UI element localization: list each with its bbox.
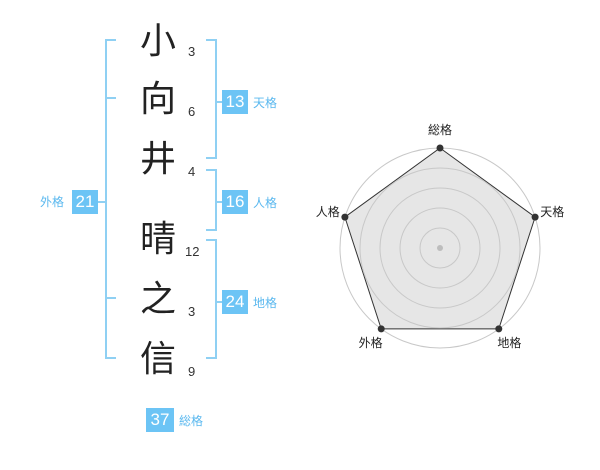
radar-point-4 bbox=[377, 325, 385, 333]
name-char-6: 信 bbox=[139, 339, 176, 380]
name-char-4: 晴 bbox=[139, 219, 176, 260]
stroke-count-5: 3 bbox=[188, 304, 196, 319]
name-char-2: 向 bbox=[139, 79, 176, 120]
radar-point-1 bbox=[436, 144, 444, 152]
radar-value-polygon bbox=[344, 147, 536, 330]
radar-grid-ring bbox=[399, 207, 481, 289]
stroke-count-2: 6 bbox=[188, 104, 196, 119]
tenkaku-label: 天格 bbox=[253, 96, 278, 110]
gaikaku-badge: 21 bbox=[72, 190, 98, 214]
tenkaku-bracket bbox=[206, 39, 217, 159]
radar-axis-label-5: 人格 bbox=[315, 204, 340, 219]
chikaku-label: 地格 bbox=[253, 296, 278, 310]
radar-point-3 bbox=[495, 325, 503, 333]
stroke-count-4: 12 bbox=[185, 244, 200, 259]
radar-point-5 bbox=[341, 213, 349, 221]
stroke-count-6: 9 bbox=[188, 364, 196, 379]
chikaku-bracket bbox=[206, 239, 217, 359]
name-char-1: 小 bbox=[139, 21, 176, 62]
name-char-5: 之 bbox=[139, 279, 176, 320]
gaikaku-bracket bbox=[105, 39, 116, 359]
jinkaku-badge: 16 bbox=[222, 190, 248, 214]
radar-center-dot bbox=[437, 245, 443, 251]
radar-axis-label-4: 外格 bbox=[358, 336, 383, 351]
radar-grid-ring bbox=[379, 187, 501, 309]
radar-axis-label-1: 総格 bbox=[427, 123, 453, 137]
stroke-count-1: 3 bbox=[188, 44, 196, 59]
radar-grid-ring bbox=[359, 167, 521, 329]
radar-grid-ring bbox=[419, 227, 461, 269]
radar-axis-label-3: 地格 bbox=[497, 336, 522, 351]
jinkaku-bracket bbox=[206, 169, 217, 231]
soukaku-badge: 37 bbox=[146, 408, 174, 432]
radar-axis-label-2: 天格 bbox=[540, 204, 565, 219]
name-char-3: 井 bbox=[139, 139, 176, 180]
chikaku-badge: 24 bbox=[222, 290, 248, 314]
soukaku-label: 総格 bbox=[179, 414, 204, 428]
jinkaku-label: 人格 bbox=[253, 196, 278, 210]
radar-point-2 bbox=[531, 213, 539, 221]
gaikaku-label: 外格 bbox=[40, 195, 65, 209]
stroke-count-3: 4 bbox=[188, 164, 196, 179]
tenkaku-badge: 13 bbox=[222, 90, 248, 114]
